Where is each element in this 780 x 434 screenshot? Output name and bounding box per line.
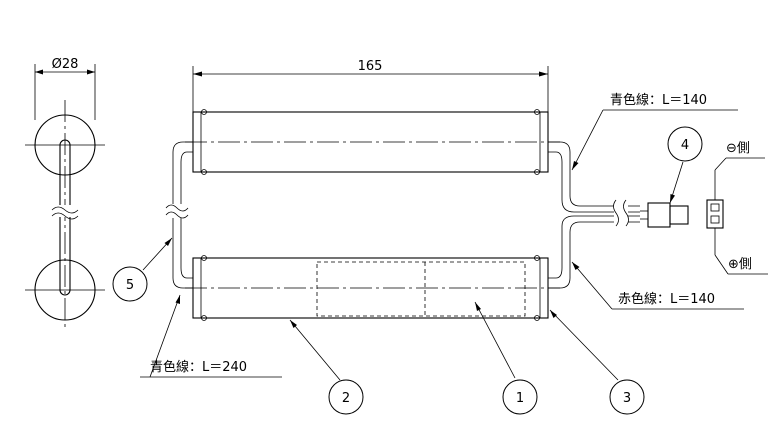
bottom-right-wire-label: 赤色線：L＝140 (618, 291, 715, 307)
connector-end-view (706, 170, 724, 255)
positive-side-label: ⊕側 (728, 257, 752, 272)
part-balloons: 1 2 3 4 5 (112, 126, 703, 415)
wire-spec-labels: 青色線：L＝140 赤色線：L＝140 青色線：L＝240 (140, 92, 744, 378)
bottom-left-wire-label: 青色線：L＝240 (150, 359, 247, 375)
wires (165, 141, 640, 289)
polarity-labels: ⊖側 ⊕側 (714, 141, 768, 275)
part-number-2: 2 (342, 391, 350, 406)
inner-cell-outline (316, 261, 526, 317)
part-number-4: 4 (681, 138, 689, 153)
diameter-dimension: Ø28 (52, 57, 79, 72)
part-number-3: 3 (623, 391, 631, 406)
length-dimension: 165 (192, 59, 549, 112)
top-cell (185, 109, 560, 175)
length-value: 165 (358, 59, 383, 74)
bottom-cell (185, 255, 560, 321)
negative-side-label: ⊖側 (726, 141, 750, 156)
connector (640, 202, 689, 228)
part-number-5: 5 (126, 278, 134, 293)
part-number-1: 1 (516, 391, 524, 406)
side-view: Ø28 (25, 57, 105, 330)
top-right-wire-label: 青色線：L＝140 (610, 92, 707, 108)
